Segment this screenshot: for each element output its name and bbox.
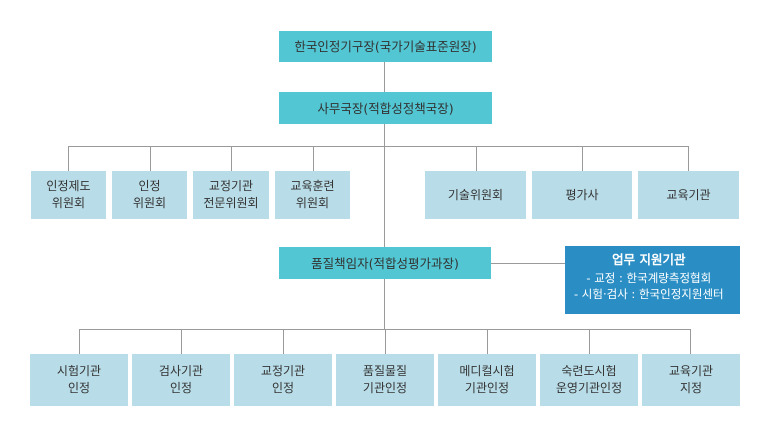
connector-right-unit-3 — [688, 146, 689, 171]
area-box: 시험기관 인정 — [30, 354, 128, 406]
committee-label: 인정제도 위원회 — [46, 179, 91, 210]
area-label: 교육기관 지정 — [668, 364, 714, 395]
quality-manager-box: 품질책임자(적합성평가과장) — [279, 247, 491, 279]
right-unit-label: 평가사 — [565, 187, 599, 202]
area-label: 교정기관 인정 — [260, 364, 306, 395]
committee-label: 교정기관 전문위원회 — [203, 179, 259, 210]
right-unit-box: 기술위원회 — [425, 171, 526, 219]
connector-right-unit-2 — [582, 146, 583, 171]
area-label: 숙련도시험 운영기관인정 — [555, 364, 623, 395]
committee-label: 인정 위원회 — [132, 179, 167, 210]
support-line-calibration: - 교정 : 한국계량측정협회 — [586, 271, 712, 285]
quality-manager-label: 품질책임자(적합성평가과장) — [311, 255, 459, 271]
connector-area-1 — [79, 329, 80, 354]
head-label: 한국인정기구장(국가기술표준원장) — [294, 39, 477, 54]
support-box: 업무 지원기관 - 교정 : 한국계량측정협회 - 시험·검사 : 한국인정지원… — [565, 246, 740, 314]
connector-upper-bus — [68, 146, 689, 147]
connector-area-5 — [487, 329, 488, 354]
committee-box: 인정제도 위원회 — [31, 171, 106, 219]
connector-area-7 — [690, 329, 691, 354]
area-label: 검사기관 인정 — [158, 364, 204, 395]
connector-committee-3 — [231, 146, 232, 171]
connector-area-3 — [283, 329, 284, 354]
committee-box: 인정 위원회 — [112, 171, 187, 219]
area-box: 교정기관 인정 — [234, 354, 332, 406]
committee-box: 교육훈련 위원회 — [275, 171, 350, 219]
connector-main-trunk — [384, 124, 385, 329]
head-box: 한국인정기구장(국가기술표준원장) — [279, 31, 492, 62]
area-box: 메디컬시험 기관인정 — [438, 354, 536, 406]
right-unit-label: 기술위원회 — [447, 187, 504, 202]
committee-box: 교정기관 전문위원회 — [193, 171, 269, 219]
area-box: 품질물질 기관인정 — [336, 354, 434, 406]
area-label: 시험기관 인정 — [56, 364, 102, 395]
support-line-testing: - 시험·검사 : 한국인정지원센터 — [574, 287, 724, 301]
secretariat-box: 사무국장(적합성정책국장) — [279, 92, 492, 124]
connector-area-2 — [181, 329, 182, 354]
connector-head-to-secretariat — [384, 62, 385, 92]
connector-committee-1 — [68, 146, 69, 171]
committee-label: 교육훈련 위원회 — [290, 179, 335, 210]
connector-qm-to-support — [491, 263, 565, 264]
right-unit-box: 평가사 — [532, 171, 632, 219]
area-box: 검사기관 인정 — [132, 354, 230, 406]
right-unit-box: 교육기관 — [638, 171, 739, 219]
area-box: 교육기관 지정 — [642, 354, 740, 406]
area-label: 메디컬시험 기관인정 — [459, 364, 515, 395]
connector-area-6 — [589, 329, 590, 354]
connector-area-4 — [385, 329, 386, 354]
area-box: 숙련도시험 운영기관인정 — [540, 354, 638, 406]
connector-right-unit-1 — [476, 146, 477, 171]
support-title: 업무 지원기관 — [612, 252, 686, 267]
right-unit-label: 교육기관 — [666, 187, 711, 202]
secretariat-label: 사무국장(적합성정책국장) — [317, 100, 454, 116]
area-label: 품질물질 기관인정 — [362, 364, 408, 395]
connector-committee-2 — [150, 146, 151, 171]
connector-committee-4 — [313, 146, 314, 171]
